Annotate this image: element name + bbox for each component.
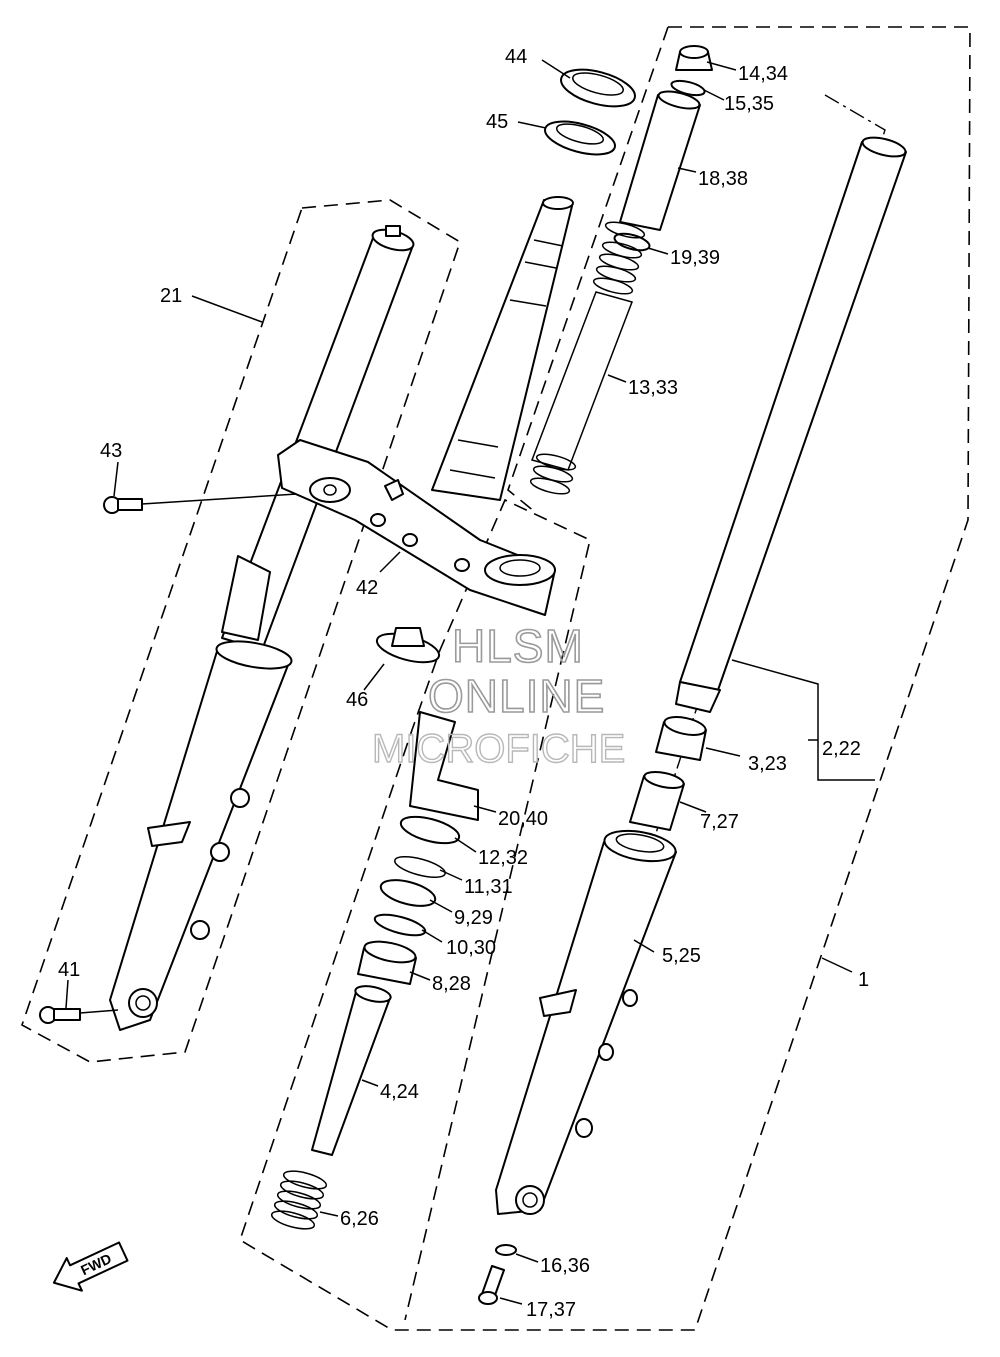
fwd-arrow-badge: FWD	[52, 1241, 129, 1292]
lower-spring-coils	[529, 453, 577, 495]
part-10-30	[373, 913, 427, 937]
callout-45: 45	[486, 111, 508, 133]
callout-46: 46	[346, 689, 368, 711]
left-outer-tube	[109, 647, 291, 1031]
assembly-outline-inner	[599, 94, 886, 1006]
part-14-34	[675, 45, 713, 71]
callout-9-29: 9,29	[454, 907, 493, 929]
left-outer-tube-top	[215, 640, 293, 670]
callout-17-37: 17,37	[526, 1299, 576, 1321]
bolt-41	[39, 1006, 119, 1024]
callout-20-40: 20,40	[498, 808, 548, 830]
left-upper-bracket	[221, 555, 271, 641]
callout-14-34: 14,34	[738, 63, 788, 85]
part-16-36	[495, 1244, 517, 1256]
part-13-33	[531, 291, 633, 471]
callout-6-26: 6,26	[340, 1208, 379, 1230]
callout-7-27: 7,27	[700, 811, 739, 833]
steering-stem	[431, 196, 574, 501]
callout-11-31: 11,31	[464, 876, 513, 898]
upper-spring-coils	[592, 221, 646, 295]
left-axle-boss	[128, 988, 158, 1018]
part-9-29	[379, 879, 437, 907]
callout-5-25: 5,25	[662, 945, 701, 967]
part-12-32	[399, 815, 461, 845]
callout-15-35: 15,35	[724, 93, 774, 115]
callout-19-39: 19,39	[670, 247, 720, 269]
part-18-38	[619, 90, 701, 231]
left-lug-3	[190, 920, 210, 940]
callout-13-33: 13,33	[628, 377, 678, 399]
nut-46	[375, 627, 441, 664]
callout-16-36: 16,36	[540, 1255, 590, 1277]
seal-45	[544, 120, 616, 156]
fork-internals	[270, 711, 479, 1230]
callout-42: 42	[356, 577, 378, 599]
callout-3-23: 3,23	[748, 753, 787, 775]
left-fork-assembly	[109, 225, 415, 1031]
callout-21: 21	[160, 285, 182, 307]
left-lug-2	[210, 842, 230, 862]
watermark-line-2: ONLINE	[428, 670, 605, 722]
watermark-line-1: HLSM	[452, 620, 584, 672]
assembly-outline-21	[21, 199, 461, 1063]
left-cap-nut	[385, 225, 401, 237]
watermark-line-3: MICROFICHE	[372, 727, 625, 771]
callout-43: 43	[100, 440, 122, 462]
part-20-40	[409, 711, 479, 821]
callout-8-28: 8,28	[432, 973, 471, 995]
leader-lines	[65, 59, 875, 1305]
part-17-37	[478, 1265, 505, 1305]
lower-bracket-42	[277, 439, 556, 616]
watermark: HLSM ONLINE MICROFICHE	[371, 619, 626, 772]
spring-stack	[529, 221, 651, 495]
part-2-22	[679, 141, 907, 691]
callout-1: 1	[858, 969, 869, 991]
part-5-25	[495, 841, 677, 1215]
callout-12-32: 12,32	[478, 847, 528, 869]
callout-10-30: 10,30	[446, 937, 496, 959]
part-11-31	[394, 856, 446, 878]
callout-labels: 44 45 14,34 15,35 18,38 19,39 13,33 21 4…	[58, 46, 869, 1321]
part-4-24	[311, 991, 391, 1156]
callout-4-24: 4,24	[380, 1081, 419, 1103]
assembly-outline-inner-2	[507, 26, 669, 513]
callout-2-22: 2,22	[822, 738, 861, 760]
left-lug-1	[230, 788, 250, 808]
part-6-26	[270, 1170, 328, 1230]
callout-41: 41	[58, 959, 80, 981]
part-15-35	[670, 79, 706, 97]
bearing-44	[560, 68, 636, 108]
callout-18-38: 18,38	[698, 168, 748, 190]
right-fork-assembly	[478, 136, 907, 1305]
left-fender-mount	[147, 821, 191, 847]
callout-44: 44	[505, 46, 527, 68]
